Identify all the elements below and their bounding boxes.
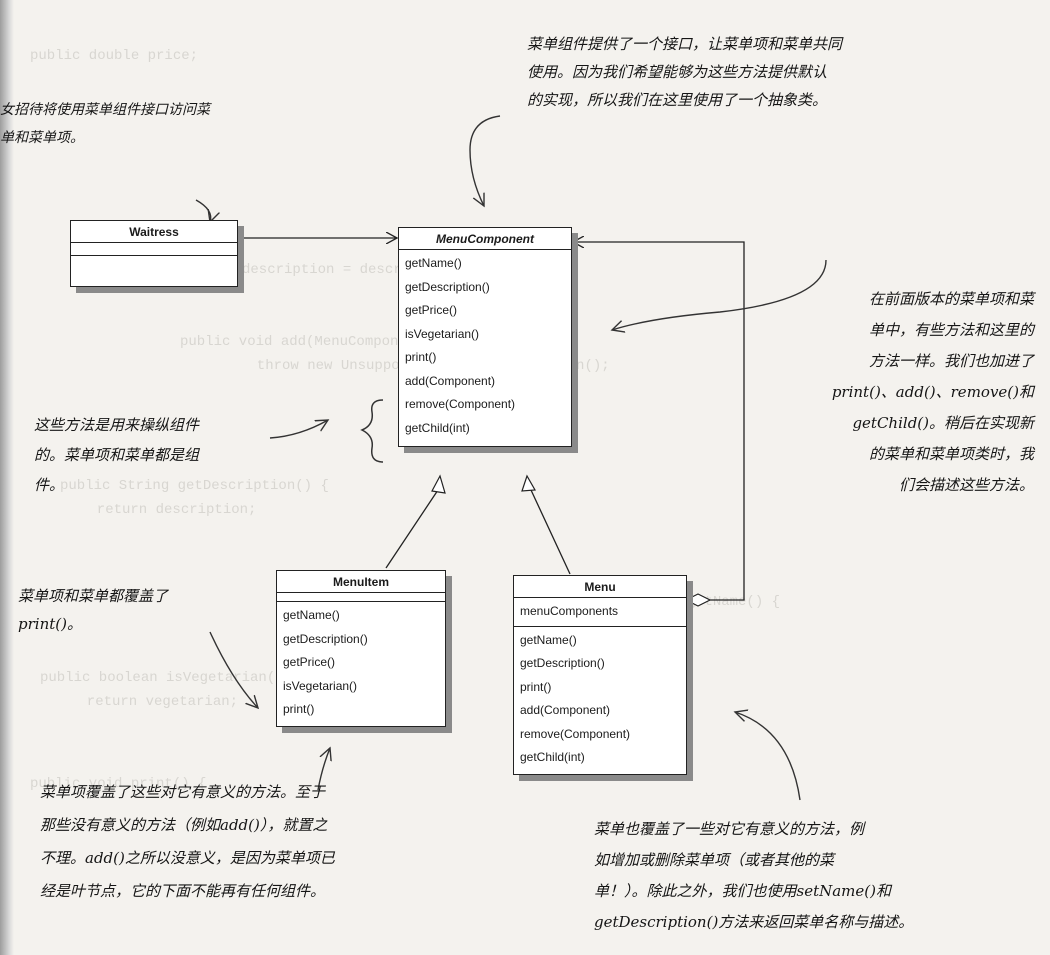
attribute: menuComponents bbox=[520, 604, 619, 618]
operation: remove(Component) bbox=[520, 726, 631, 741]
note-line: 菜单项覆盖了这些对它有意义的方法。至于 bbox=[40, 783, 326, 801]
class-box-menuitem: MenuItem getName() getDescription() getP… bbox=[276, 570, 446, 727]
operation: getPrice() bbox=[283, 655, 336, 669]
inheritance-triangle-right bbox=[521, 474, 536, 492]
inheritance-menuitem bbox=[385, 489, 439, 569]
inheritance-triangle-left bbox=[431, 474, 446, 494]
background-code-line: return description; bbox=[80, 502, 257, 518]
operation: getName() bbox=[520, 632, 577, 647]
note-manipulate-components: 这些方法是用来操纵组件 的。菜单项和菜单都是组 件。 bbox=[34, 410, 274, 500]
background-code-line: public String getDescription() { bbox=[60, 478, 329, 494]
note-line: getChild()。稍后在实现新 bbox=[852, 414, 1034, 432]
arrow-manipulate-note bbox=[269, 420, 328, 439]
background-code-line: public void print() { bbox=[30, 776, 207, 792]
note-line: print()、add()、remove()和 bbox=[831, 383, 1034, 401]
note-menuitem-override: 菜单项覆盖了这些对它有意义的方法。至于 那些没有意义的方法（例如add()），就… bbox=[40, 776, 460, 908]
note-line: 菜单组件提供了一个接口，让菜单项和菜单共同 bbox=[527, 35, 843, 53]
note-line: 在前面版本的菜单项和菜 bbox=[868, 290, 1034, 308]
note-line: 们会描述这些方法。 bbox=[898, 476, 1034, 494]
operation: add(Component) bbox=[405, 373, 496, 388]
operation: getChild(int) bbox=[520, 750, 585, 764]
arrow-previous-version-note bbox=[612, 259, 827, 330]
class-name-waitress: Waitress bbox=[71, 221, 237, 243]
class-operations-menuitem: getName() getDescription() getPrice() is… bbox=[277, 602, 445, 726]
note-waitress: 女招待将使用菜单组件接口访问菜 单和菜单项。 bbox=[0, 96, 300, 152]
note-line: 的。菜单项和菜单都是组 bbox=[34, 446, 200, 464]
arrow-menuitem-override-note bbox=[317, 748, 330, 791]
operation: print() bbox=[283, 702, 315, 716]
note-line: 单中，有些方法和这里的 bbox=[868, 321, 1034, 339]
class-name-menu: Menu bbox=[514, 576, 686, 598]
class-box-menucomponent: MenuComponent getName() getDescription()… bbox=[398, 227, 572, 447]
operation: isVegetarian() bbox=[283, 678, 358, 693]
page-edge-shadow bbox=[0, 0, 14, 955]
note-line: 女招待将使用菜单组件接口访问菜 bbox=[0, 102, 210, 118]
arrow-component-note bbox=[469, 115, 501, 206]
note-line: 那些没有意义的方法（例如add()），就置之 bbox=[40, 816, 328, 834]
note-line: 使用。因为我们希望能够为这些方法提供默认 bbox=[527, 63, 828, 81]
class-operations-waitress bbox=[71, 256, 237, 286]
class-operations-menucomponent: getName() getDescription() getPrice() is… bbox=[399, 250, 571, 446]
class-attributes-waitress bbox=[71, 243, 237, 256]
note-line: 菜单也覆盖了一些对它有意义的方法，例 bbox=[594, 820, 865, 838]
operation: print() bbox=[405, 350, 437, 364]
note-print-override: 菜单项和菜单都覆盖了 print()。 bbox=[18, 582, 248, 638]
class-box-waitress: Waitress bbox=[70, 220, 238, 287]
class-name-menucomponent: MenuComponent bbox=[399, 228, 571, 250]
class-attributes-menu: menuComponents bbox=[514, 598, 686, 627]
inheritance-menu bbox=[530, 489, 571, 575]
note-line: print()。 bbox=[18, 615, 82, 633]
class-name-menuitem: MenuItem bbox=[277, 571, 445, 593]
background-code-line: public double price; bbox=[30, 48, 199, 64]
note-line: 单和菜单项。 bbox=[0, 130, 84, 146]
aggregation-menu-to-menucomponent bbox=[573, 242, 745, 601]
note-line: 方法一样。我们也加进了 bbox=[868, 352, 1034, 370]
operation: getDescription() bbox=[283, 631, 368, 646]
aggregation-diamond bbox=[684, 593, 712, 607]
note-line: 单！）。除此之外，我们也使用setName()和 bbox=[594, 882, 891, 900]
operation: getDescription() bbox=[520, 656, 605, 670]
note-line: getDescription()方法来返回菜单名称与描述。 bbox=[594, 913, 914, 931]
operation: isVegetarian() bbox=[405, 326, 480, 341]
note-component-interface: 菜单组件提供了一个接口，让菜单项和菜单共同 使用。因为我们希望能够为这些方法提供… bbox=[527, 30, 967, 114]
background-code-line: return vegetarian; bbox=[70, 694, 239, 710]
arrow-print-override-note bbox=[209, 631, 258, 708]
note-line: 不理。add()之所以没意义，是因为菜单项已 bbox=[40, 849, 335, 867]
note-previous-version: 在前面版本的菜单项和菜 单中，有些方法和这里的 方法一样。我们也加进了 prin… bbox=[764, 284, 1034, 501]
operation: add(Component) bbox=[520, 703, 611, 717]
operation: getPrice() bbox=[405, 303, 458, 317]
operation: getName() bbox=[283, 608, 340, 622]
operation: remove(Component) bbox=[405, 397, 516, 411]
arrow-menu-override-note bbox=[735, 712, 801, 801]
note-line: 菜单项和菜单都覆盖了 bbox=[18, 587, 169, 605]
note-menu-override: 菜单也覆盖了一些对它有意义的方法，例 如增加或删除菜单项（或者其他的菜 单！）。… bbox=[594, 814, 1034, 938]
class-attributes-menuitem bbox=[277, 593, 445, 602]
background-code-line: public boolean isVegetarian() { bbox=[40, 670, 301, 686]
note-line: 经是叶节点，它的下面不能再有任何组件。 bbox=[40, 882, 326, 900]
operation: getDescription() bbox=[405, 279, 490, 294]
note-line: 件。 bbox=[34, 476, 65, 494]
operation: getChild(int) bbox=[405, 420, 470, 435]
note-line: 的实现，所以我们在这里使用了一个抽象类。 bbox=[527, 91, 828, 109]
operation: print() bbox=[520, 679, 552, 694]
class-operations-menu: getName() getDescription() print() add(C… bbox=[514, 627, 686, 774]
arrow-waitress-note bbox=[195, 199, 211, 222]
operation: getName() bbox=[405, 256, 462, 270]
class-box-menu: Menu menuComponents getName() getDescrip… bbox=[513, 575, 687, 775]
note-line: 这些方法是用来操纵组件 bbox=[34, 416, 200, 434]
note-line: 的菜单和菜单项类时，我 bbox=[868, 445, 1034, 463]
method-group-brace bbox=[360, 399, 384, 463]
note-line: 如增加或删除菜单项（或者其他的菜 bbox=[594, 851, 835, 869]
